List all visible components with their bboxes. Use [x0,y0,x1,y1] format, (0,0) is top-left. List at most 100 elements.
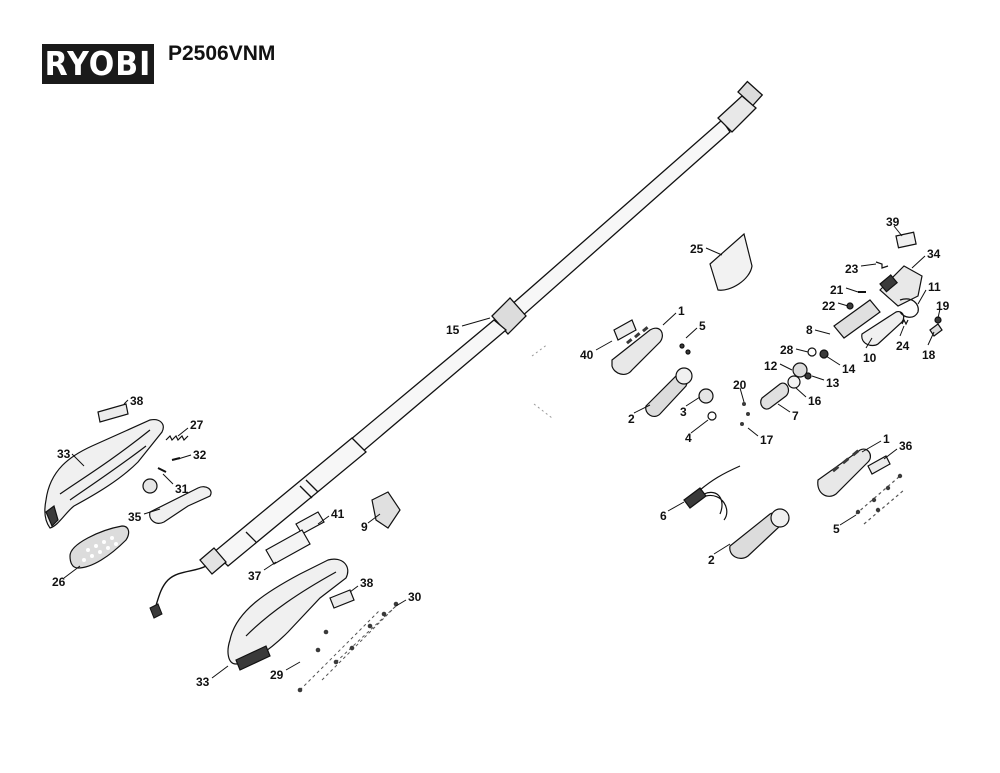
callout-leader [162,473,174,485]
callout-number: 1 [883,432,890,446]
callout-leader [690,419,709,434]
screw-lines [299,603,399,691]
vent-cover-26 [69,525,130,569]
callout-number: 21 [830,283,844,297]
callout-leader [685,396,701,407]
spindle-8 [833,299,881,339]
callout-number: 14 [842,362,856,376]
screw-31 [157,467,167,473]
callout-leader [865,337,873,349]
callout-leader [63,565,81,579]
callout-10: 10 [863,337,877,365]
callout-leader [861,440,882,453]
pole-ring-2 [305,479,319,493]
callout-leader [177,454,192,460]
blade-10 [861,311,905,347]
right-lower-group [683,448,905,559]
callout-number: 32 [193,448,207,462]
callout-leader [837,302,849,307]
callout-leader [705,247,723,256]
callout-leader [739,387,745,403]
callout-6: 6 [660,501,685,523]
callout-8: 8 [806,323,831,337]
label-38 [97,403,129,423]
callout-number: 23 [845,262,859,276]
callout-18: 18 [922,331,936,362]
callout-number: 20 [733,378,747,392]
callout-number: 39 [886,215,900,229]
callout-leader [860,263,877,267]
callout-number: 37 [248,569,262,583]
pole-base-fitting [199,547,227,575]
callout-leader [911,255,926,269]
callout-number: 33 [196,675,210,689]
pole-assembly [199,80,764,575]
callout-1: 1 [662,304,685,326]
callout-number: 4 [685,431,692,445]
callout-number: 19 [936,299,950,313]
pole-ring-3 [245,531,257,543]
callout-leader [71,453,85,467]
callout-leader [917,289,927,305]
housing-detail [59,429,151,501]
motor-housing-1 [611,327,663,375]
callout-number: 2 [708,553,715,567]
callout-37: 37 [248,561,277,583]
screws-5-right [855,473,903,515]
callout-number: 8 [806,323,813,337]
spring-27 [165,434,189,442]
screw-line-5 [855,475,905,525]
motor-housing-fins [626,326,649,345]
callout-number: 18 [922,348,936,362]
callout-number: 12 [764,359,778,373]
callout-number: 38 [360,576,374,590]
callout-number: 6 [660,509,667,523]
callout-number: 9 [361,520,368,534]
callout-29: 29 [270,661,301,682]
callout-number: 13 [826,376,840,390]
bearing-3 [698,388,714,404]
spacer-13 [804,372,812,380]
callout-leader [845,287,859,293]
callout-number: 26 [52,575,66,589]
power-cord [153,565,207,613]
pole-end-cap [737,80,764,107]
washer-28 [807,347,817,357]
callout-number: 7 [792,409,799,423]
vent-holes [82,536,118,562]
callout-number: 30 [408,590,422,604]
callout-number: 2 [628,412,635,426]
left-housing-group [44,403,212,569]
callout-leader [839,514,857,526]
callout-leader [927,331,935,346]
callout-leader [899,325,905,337]
switch-wires [699,465,741,521]
callout-number: 29 [270,668,284,682]
callout-4: 4 [685,419,709,445]
callout-28: 28 [780,343,809,357]
callout-2: 2 [628,404,651,426]
gear-12 [792,362,808,378]
callout-leader [461,317,491,327]
knob-18 [929,323,943,337]
label-40 [613,319,637,341]
spring-24 [901,318,909,326]
callout-number: 22 [822,299,836,313]
callout-leader [811,375,825,381]
callout-number: 40 [580,348,594,362]
callout-7: 7 [777,403,799,423]
callout-number: 33 [57,447,71,461]
callout-23: 23 [845,262,877,276]
callout-5: 5 [685,319,706,339]
callout-leader [395,599,407,607]
callout-number: 27 [190,418,204,432]
callout-5: 5 [833,514,857,536]
callout-16: 16 [795,387,822,408]
callout-31: 31 [162,473,189,496]
callout-leader [814,329,831,335]
gear-housing-34 [879,265,923,307]
callout-leader [893,225,903,237]
brand-logo: RYOBI [42,44,154,84]
screws-29-30 [297,601,399,693]
